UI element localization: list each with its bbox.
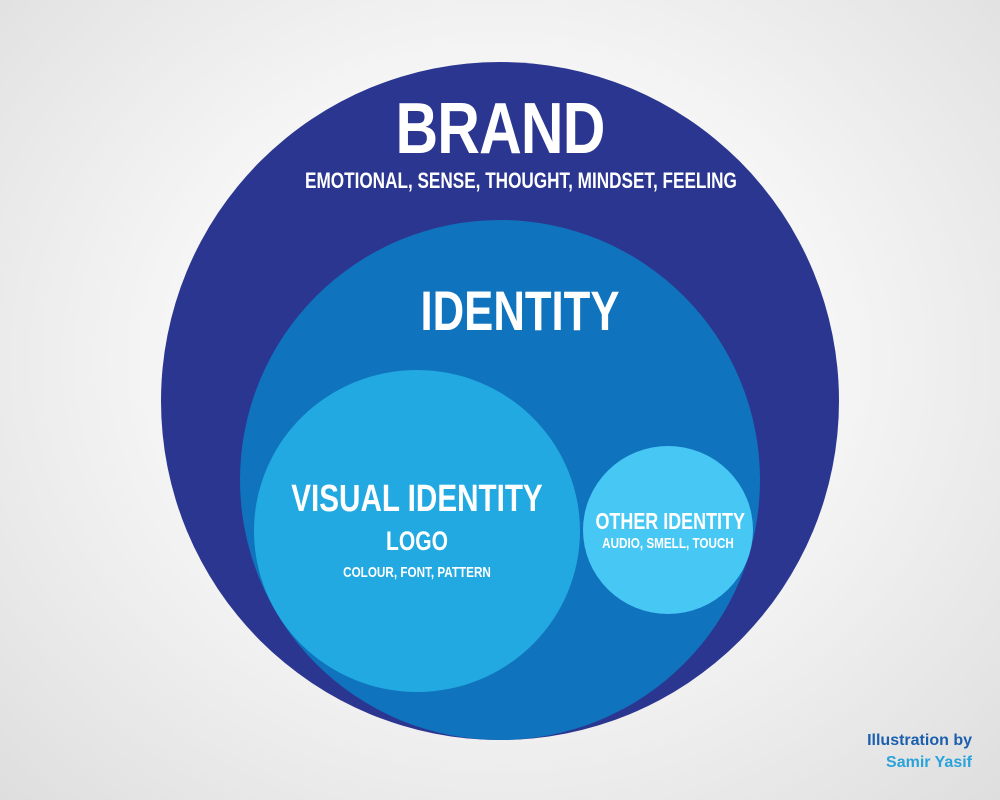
visual-identity-circle xyxy=(254,370,580,692)
visual-identity-detail: COLOUR, FONT, PATTERN xyxy=(343,564,491,581)
other-identity-circle xyxy=(583,446,753,614)
brand-title: BRAND xyxy=(395,89,605,169)
other-identity-title: OTHER IDENTITY xyxy=(595,508,745,534)
identity-title: IDENTITY xyxy=(420,279,620,342)
credit-line-2: Samir Yasif xyxy=(886,754,972,771)
visual-identity-subtitle: LOGO xyxy=(385,526,449,556)
credit-line-1: Illustration by xyxy=(867,732,972,749)
other-identity-detail: AUDIO, SMELL, TOUCH xyxy=(602,535,734,552)
brand-subtitle: EMOTIONAL, SENSE, THOUGHT, MINDSET, FEEL… xyxy=(305,168,737,193)
visual-identity-title: VISUAL IDENTITY xyxy=(291,478,543,520)
